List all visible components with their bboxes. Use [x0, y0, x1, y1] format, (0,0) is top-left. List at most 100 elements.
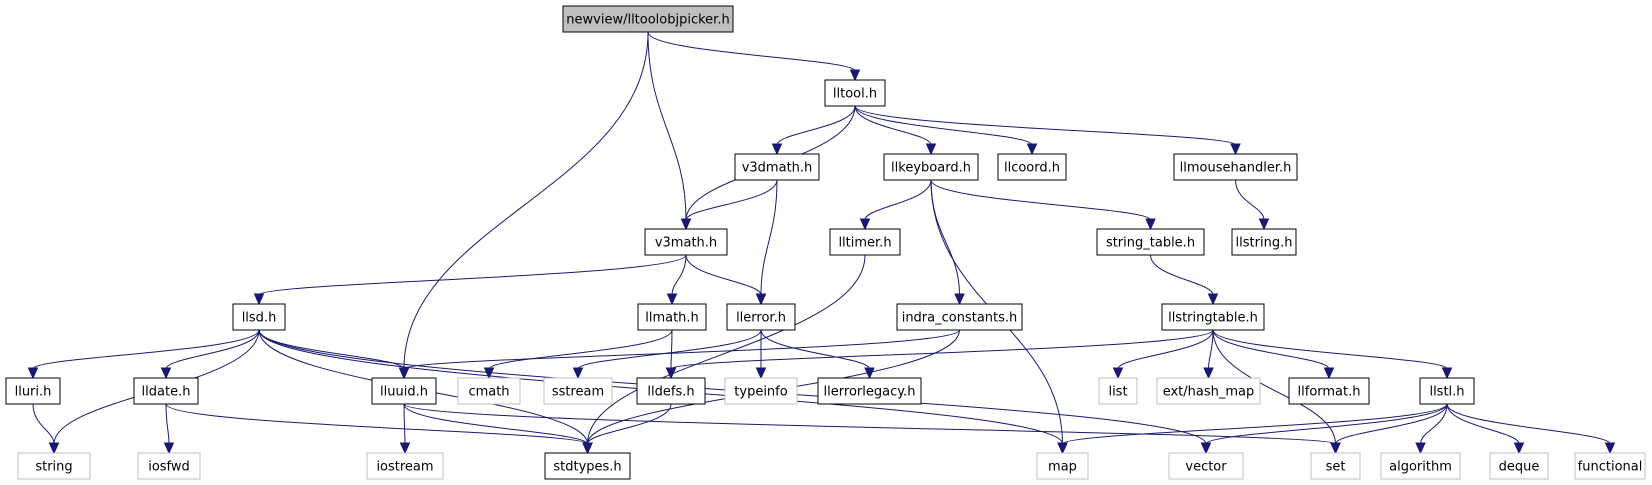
node-label: list — [1108, 385, 1127, 400]
edge-line — [32, 329, 260, 370]
node-string-table[interactable]: string_table.h — [1096, 228, 1205, 256]
edge-line — [685, 254, 762, 296]
node-box — [724, 377, 798, 405]
edge-line — [165, 403, 170, 445]
node-llsd[interactable]: llsd.h — [232, 303, 286, 331]
node-lldate[interactable]: lldate.h — [133, 377, 199, 405]
edge-v3dmath-to-v3math — [680, 179, 778, 231]
node-iostream[interactable]: iostream — [366, 452, 444, 480]
node-algorithm[interactable]: algorithm — [1380, 452, 1461, 480]
edge-llstl-to-set — [1330, 403, 1448, 455]
nodes-layer: newview/lltoolobjpicker.h lltool.h v3dmath… — [5, 5, 1646, 480]
edge-line — [685, 179, 778, 221]
node-label: llkeyboard.h — [891, 161, 971, 176]
edge-line — [1212, 329, 1448, 370]
node-indra-constants[interactable]: indra_constants.h — [896, 303, 1023, 331]
node-lluri[interactable]: lluri.h — [5, 377, 61, 405]
edge-arrowhead — [399, 442, 411, 455]
node-list[interactable]: list — [1098, 377, 1138, 405]
node-llmath[interactable]: llmath.h — [637, 303, 707, 331]
edge-line — [930, 179, 1151, 221]
edge-arrowhead — [1026, 143, 1038, 156]
node-llcoord[interactable]: llcoord.h — [997, 153, 1067, 181]
edge-line — [1446, 403, 1611, 445]
edge-arrowhead — [160, 367, 172, 380]
node-box — [997, 153, 1067, 181]
node-llstl[interactable]: llstl.h — [1419, 377, 1475, 405]
node-llformat[interactable]: llformat.h — [1288, 377, 1370, 405]
edge-llerror-to-llerrorlegacy — [760, 329, 875, 380]
edge-line — [258, 329, 405, 370]
node-label: llstringtable.h — [1168, 311, 1258, 326]
edge-line — [647, 31, 856, 72]
node-typeinfo[interactable]: typeinfo — [724, 377, 798, 405]
node-stdtypes[interactable]: stdtypes.h — [544, 452, 631, 480]
edge-line — [647, 31, 687, 221]
node-label: iostream — [376, 460, 433, 475]
node-lltool[interactable]: lltool.h — [824, 79, 886, 107]
edge-arrowhead — [253, 293, 265, 306]
node-sstream[interactable]: sstream — [543, 377, 613, 405]
edge-arrowhead — [755, 367, 767, 380]
node-box — [1310, 452, 1361, 480]
node-cmath[interactable]: cmath — [457, 377, 521, 405]
node-hash-map[interactable]: ext/hash_map — [1156, 377, 1261, 405]
edge-arrowhead — [1415, 442, 1426, 455]
edge-llsd-to-lldate — [160, 329, 260, 380]
node-llstringtable[interactable]: llstringtable.h — [1161, 303, 1265, 331]
node-label: llmath.h — [645, 311, 699, 326]
node-lldefs[interactable]: lldefs.h — [636, 377, 706, 405]
node-functional[interactable]: functional — [1574, 452, 1646, 480]
node-box — [562, 5, 734, 33]
node-label: newview/lltoolobjpicker.h — [566, 13, 729, 28]
edge-line — [1446, 403, 1520, 445]
node-label: string_table.h — [1106, 236, 1195, 251]
edge-lluuid-to-set — [403, 403, 1341, 455]
edge-line — [1062, 403, 1448, 445]
edge-line — [258, 254, 687, 296]
node-v3math[interactable]: v3math.h — [644, 228, 728, 256]
edge-arrowhead — [1207, 293, 1219, 306]
edge-arrowhead — [755, 293, 767, 306]
node-box — [1380, 452, 1461, 480]
node-string[interactable]: string — [17, 452, 91, 480]
edge-v3math-to-llsd — [253, 254, 687, 306]
edge-line — [854, 105, 1033, 146]
edge-line — [760, 329, 870, 370]
edge-line — [1212, 329, 1336, 445]
edge-llsd-to-lluri — [27, 329, 260, 380]
edge-line — [670, 329, 1214, 370]
node-llerrorlegacy[interactable]: llerrorlegacy.h — [817, 377, 922, 405]
edge-arrowhead — [665, 367, 677, 380]
node-lltimer[interactable]: lltimer.h — [829, 228, 901, 256]
node-label: deque — [1499, 460, 1540, 475]
node-vector[interactable]: vector — [1168, 452, 1244, 480]
node-map[interactable]: map — [1036, 452, 1089, 480]
node-v3dmath[interactable]: v3dmath.h — [734, 153, 820, 181]
edge-arrowhead — [1145, 218, 1156, 231]
node-lluuid[interactable]: lluuid.h — [371, 377, 437, 405]
node-box — [1574, 452, 1646, 480]
node-llmousehandler[interactable]: llmousehandler.h — [1173, 153, 1298, 181]
edge-arrowhead — [1112, 367, 1124, 380]
edge-line — [1212, 329, 1330, 370]
node-label: sstream — [552, 385, 604, 400]
edge-lluuid-to-iostream — [399, 403, 411, 455]
edge-arrowhead — [771, 143, 783, 156]
node-set[interactable]: set — [1310, 452, 1361, 480]
node-llstring[interactable]: llstring.h — [1231, 228, 1297, 256]
node-label: indra_constants.h — [902, 311, 1018, 326]
node-llkeyboard[interactable]: llkeyboard.h — [883, 153, 979, 181]
edge-line — [488, 329, 673, 370]
node-label: map — [1048, 460, 1077, 475]
node-deque[interactable]: deque — [1489, 452, 1549, 480]
node-label: set — [1326, 460, 1346, 475]
node-llerror[interactable]: llerror.h — [726, 303, 796, 331]
edge-line — [1150, 254, 1214, 296]
node-label: cmath — [468, 385, 509, 400]
edge-line — [403, 31, 649, 370]
node-root[interactable]: newview/lltoolobjpicker.h — [562, 5, 734, 33]
node-label: llerror.h — [736, 311, 786, 326]
edge-v3dmath-to-llerror — [755, 179, 778, 306]
node-iosfwd[interactable]: iosfwd — [137, 452, 201, 480]
